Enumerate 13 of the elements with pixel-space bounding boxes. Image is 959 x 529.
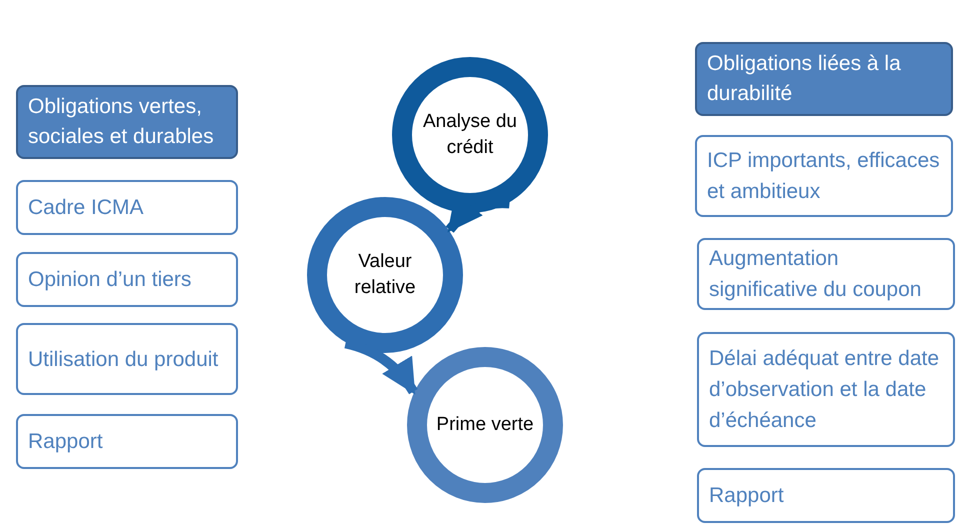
criterion-box: ICP importants, efficaces et ambitieux xyxy=(695,135,953,217)
criterion-box: Rapport xyxy=(697,468,955,523)
criterion-box: Délai adéquat entre date d’observation et la date d’échéance xyxy=(697,332,955,447)
category-header: Obligations vertes, sociales et durables xyxy=(16,85,238,159)
cycle-label: Analyse du crédit xyxy=(422,110,518,160)
cycle-label: Prime verte xyxy=(435,413,535,437)
criterion-box: Opinion d’un tiers xyxy=(16,252,238,307)
category-header: Obligations liées à la durabilité xyxy=(695,42,953,116)
criterion-box: Augmentation significative du coupon xyxy=(697,238,955,310)
criterion-box: Utilisation du produit xyxy=(16,323,238,395)
cycle-label: Valeur relative xyxy=(353,250,417,300)
criterion-box: Cadre ICMA xyxy=(16,180,238,235)
criterion-box: Rapport xyxy=(16,414,238,469)
